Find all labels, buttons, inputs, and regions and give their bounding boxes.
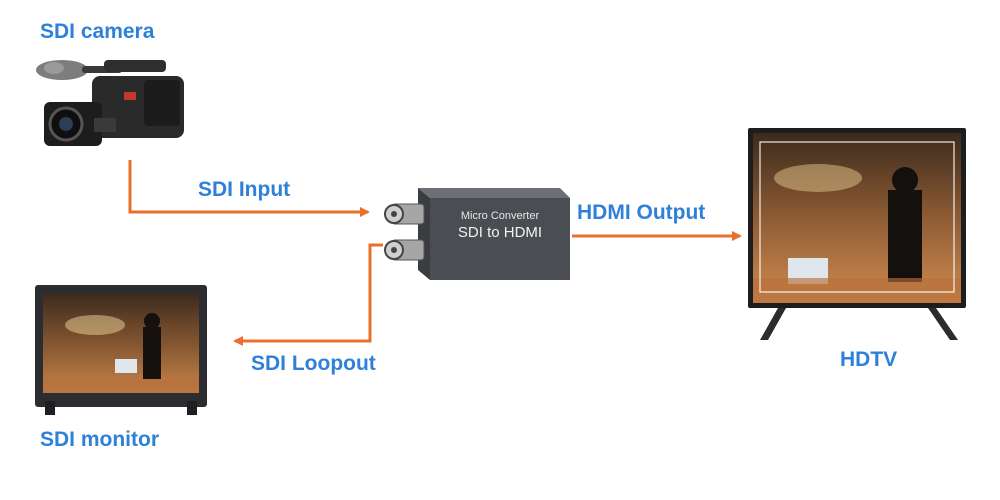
label-sdi-loopout: SDI Loopout bbox=[251, 352, 376, 375]
arrow-sdi-loopout bbox=[233, 243, 383, 346]
label-sdi-input: SDI Input bbox=[198, 178, 291, 201]
label-hdtv: HDTV bbox=[840, 348, 898, 371]
tv-icon bbox=[748, 128, 966, 340]
label-hdmi-output: HDMI Output bbox=[577, 201, 706, 224]
label-sdi-camera: SDI camera bbox=[40, 20, 155, 43]
label-sdi-monitor: SDI monitor bbox=[40, 428, 159, 451]
arrow-sdi-input bbox=[128, 160, 370, 217]
video-camera-icon bbox=[36, 60, 184, 146]
converter-line-2: SDI to HDMI bbox=[457, 224, 543, 241]
monitor-icon bbox=[35, 285, 207, 415]
converter-box-icon: Micro Converter SDI to HDMI bbox=[378, 176, 578, 286]
converter-line-1: Micro Converter bbox=[460, 210, 540, 222]
